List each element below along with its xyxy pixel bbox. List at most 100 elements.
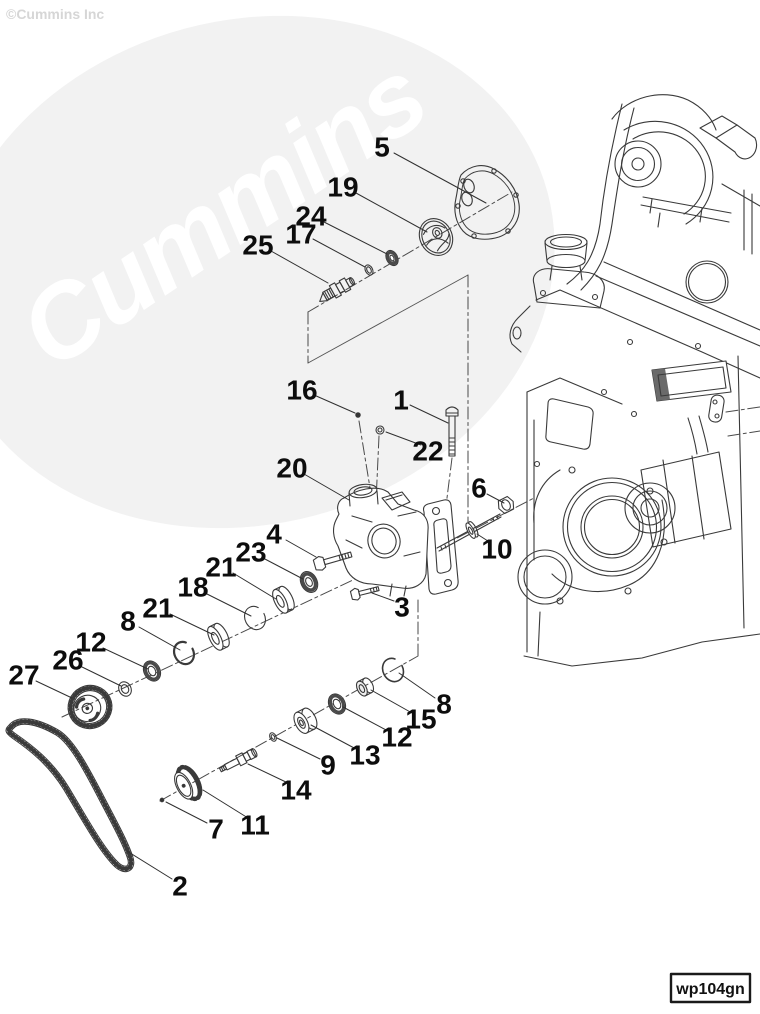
- fuel-pump: [624, 415, 732, 548]
- thermostat-housing: [509, 233, 605, 353]
- water-pump-housing: [333, 483, 459, 597]
- part-number-label: 13: [349, 740, 380, 771]
- control-module-box: [651, 360, 732, 402]
- bearing-13: [293, 707, 318, 734]
- bushing-15: [355, 677, 375, 697]
- leader-line: [276, 737, 321, 760]
- snap-ring-8-right: [381, 657, 405, 683]
- part-number-label: 1: [393, 385, 409, 416]
- o-ring-17: [364, 264, 374, 276]
- plug-25: [319, 277, 356, 302]
- bolt-1: [445, 406, 459, 457]
- leader-line: [342, 706, 389, 732]
- leader-line: [285, 539, 317, 558]
- block-oring-seal: [685, 260, 729, 304]
- block-front-edge: [526, 391, 535, 653]
- leader-line: [204, 592, 252, 617]
- turbocharger: [566, 94, 758, 291]
- part-number-label: 10: [481, 534, 512, 565]
- leader-line: [476, 533, 492, 544]
- leader-line: [393, 152, 487, 204]
- figure-code: wp104gn: [675, 981, 744, 998]
- leader-line: [303, 473, 350, 501]
- seal-23: [299, 570, 319, 594]
- part-number-label: 8: [120, 606, 136, 637]
- leader-line: [262, 557, 304, 580]
- leader-line: [270, 250, 329, 284]
- ring-9: [269, 732, 277, 742]
- part-number-label: 3: [394, 592, 410, 623]
- part-number-label: 21: [142, 593, 173, 624]
- shaft-14: [218, 748, 258, 773]
- bolt-3: [349, 586, 380, 601]
- seal-24: [385, 249, 399, 267]
- part-number-label: 11: [240, 810, 270, 841]
- seal-12-right: [327, 693, 347, 715]
- drive-belt: [5, 718, 135, 873]
- bolt-22: [375, 425, 385, 435]
- retaining-ring-18: [244, 605, 266, 631]
- leader-line: [102, 647, 149, 670]
- part-number-label: 25: [242, 230, 273, 261]
- part-number-label: 18: [177, 572, 208, 603]
- part-number-label: 19: [327, 172, 358, 203]
- part-number-label: 4: [266, 519, 282, 550]
- part-number-label: 26: [52, 645, 83, 676]
- gear-housing: [517, 466, 668, 605]
- snap-ring-8-left: [172, 640, 196, 666]
- figure-code-box: wp104gn: [669, 972, 752, 1004]
- leader-line: [165, 801, 208, 824]
- leader-line: [409, 404, 449, 424]
- part-number-label: 24: [295, 201, 327, 232]
- leader-line: [355, 192, 428, 233]
- leader-line: [310, 724, 357, 750]
- gasket: [454, 165, 520, 240]
- ring-26: [118, 681, 132, 697]
- part-number-label: 20: [276, 453, 307, 484]
- leader-line: [232, 572, 277, 600]
- bolt-4: [312, 551, 353, 571]
- part-number-label: 21: [205, 552, 236, 583]
- pin-16: [355, 412, 361, 418]
- engine-block: [509, 94, 760, 667]
- part-number-label: 12: [381, 722, 412, 753]
- leader-line: [385, 431, 422, 446]
- part-number-label: 23: [235, 537, 266, 568]
- leader-line: [169, 613, 215, 636]
- leader-line: [126, 850, 173, 880]
- leader-line: [202, 789, 249, 819]
- leader-line: [323, 221, 388, 255]
- block-top-edges: [535, 261, 760, 379]
- bearing-21-upper: [272, 585, 295, 614]
- part-number-label: 12: [75, 627, 106, 658]
- part-number-label: 6: [471, 473, 487, 504]
- part-number-label: 7: [208, 814, 224, 845]
- leader-line: [313, 394, 356, 414]
- watermark-blob: [0, 15, 555, 529]
- part-number-label: 16: [286, 375, 317, 406]
- leader-line: [398, 672, 436, 699]
- part-number-label: 8: [436, 689, 452, 720]
- part-number-label: 27: [8, 660, 39, 691]
- idler-pulley-7-11: [174, 764, 203, 802]
- leader-line: [79, 665, 122, 687]
- cummins-watermark: Cummins: [0, 15, 555, 529]
- nut-6: [497, 495, 515, 515]
- seal-12-left: [142, 660, 162, 682]
- washer-10: [465, 521, 479, 539]
- leader-line: [312, 238, 366, 268]
- leader-line: [138, 626, 181, 651]
- part-number-label: 14: [280, 775, 312, 806]
- pulley-27: [67, 684, 113, 730]
- leader-line: [35, 680, 73, 699]
- part-number-label: 17: [285, 219, 316, 250]
- pin-7: [159, 797, 165, 803]
- block-bottom-edge: [523, 633, 760, 667]
- bearing-21-lower: [207, 622, 230, 651]
- leader-line: [247, 763, 289, 784]
- turbo-drain-pipe: [566, 103, 623, 285]
- leader-line: [486, 493, 505, 504]
